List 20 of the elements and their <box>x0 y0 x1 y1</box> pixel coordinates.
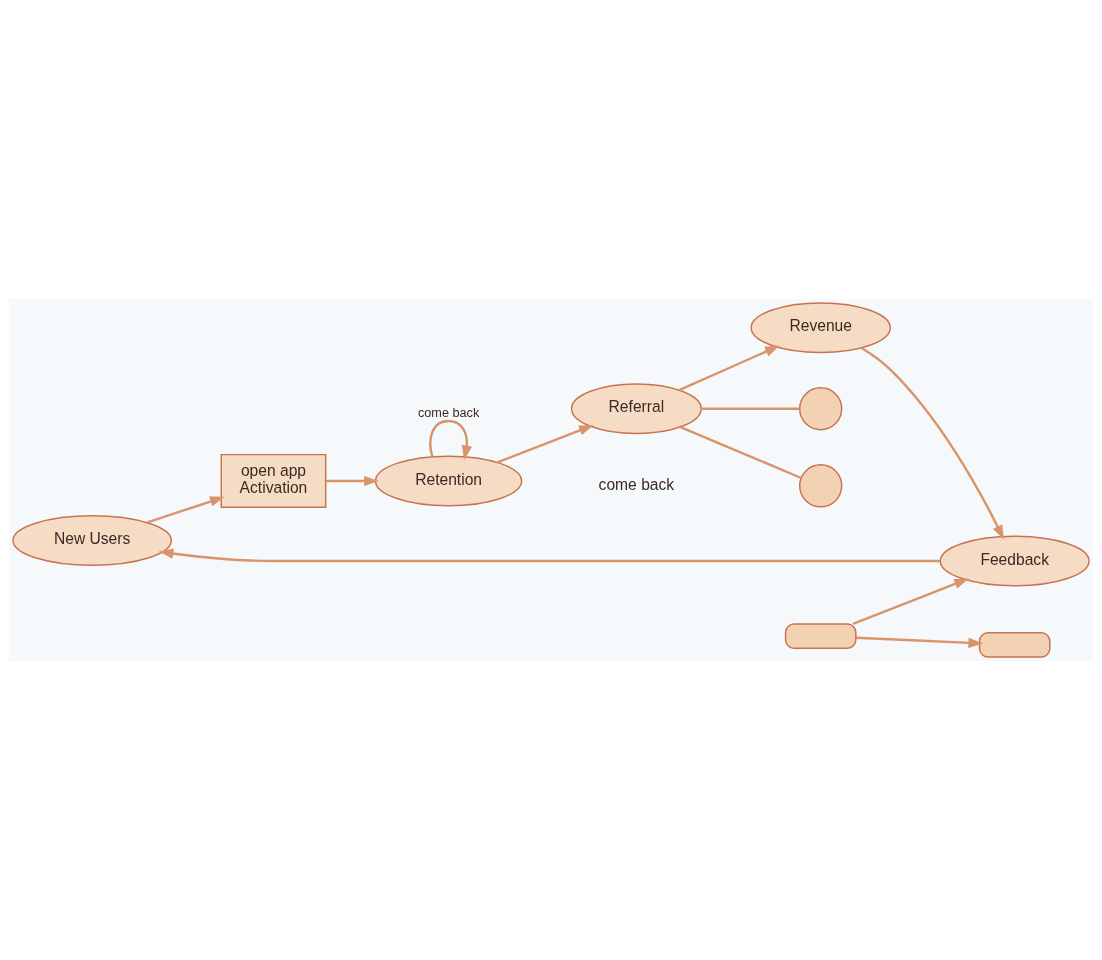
node-person <box>799 387 843 431</box>
connector <box>701 407 800 410</box>
arrow <box>855 636 984 648</box>
edge-label: come back <box>417 406 480 421</box>
connector <box>680 425 802 480</box>
node-box <box>784 623 857 650</box>
arrow <box>429 419 472 461</box>
arrow <box>147 496 225 524</box>
node-ellipse: Retention <box>374 455 523 507</box>
node-person <box>799 464 843 508</box>
arrow <box>158 548 940 563</box>
arrow <box>325 475 379 487</box>
label: come back <box>598 475 675 493</box>
arrow <box>852 578 969 625</box>
arrow <box>861 347 1005 540</box>
arrow <box>497 424 594 464</box>
node-box: open app Activation <box>220 453 327 509</box>
arrow <box>679 345 780 392</box>
node-box <box>978 631 1051 658</box>
node-ellipse: Revenue <box>750 302 892 354</box>
